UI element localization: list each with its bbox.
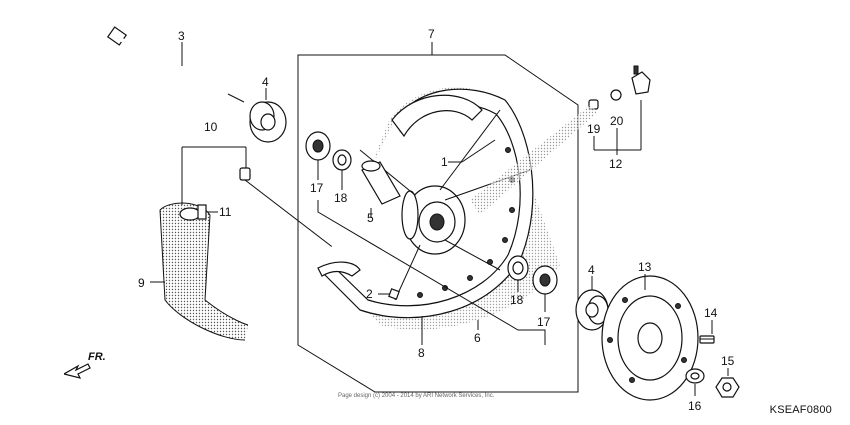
assembly-frame [297, 54, 579, 393]
callout-8: 8 [418, 346, 425, 360]
axle-nut[interactable] [715, 377, 740, 398]
washer[interactable] [685, 368, 705, 384]
callout-1: 1 [441, 155, 448, 169]
distance-collar[interactable] [361, 160, 401, 205]
spoke-nipple[interactable] [388, 288, 400, 300]
callout-13: 13 [638, 260, 652, 274]
wheel-hub[interactable] [401, 185, 466, 255]
dust-seal-left[interactable] [305, 131, 331, 161]
callout-19: 19 [587, 122, 601, 136]
bearing-left[interactable] [332, 149, 352, 171]
callout-6: 6 [474, 331, 481, 345]
front-axle[interactable] [106, 26, 245, 103]
callout-15: 15 [721, 354, 735, 368]
valve-nut-small[interactable] [610, 89, 622, 101]
front-direction-label: FR. [88, 351, 106, 363]
front-direction-arrow-icon [64, 363, 91, 379]
callout-7: 7 [428, 27, 435, 41]
callout-14: 14 [704, 306, 718, 320]
rim-band-lower [317, 261, 361, 277]
bearing-right[interactable] [507, 255, 529, 281]
callout-18-left: 18 [334, 191, 348, 205]
side-collar-left[interactable] [249, 101, 287, 143]
callout-9: 9 [138, 276, 145, 290]
spokes [359, 109, 531, 301]
callout-16: 16 [688, 399, 702, 413]
rim-lock[interactable] [631, 65, 651, 95]
copyright-notice: Page design (c) 2004 - 2014 by ARI Netwo… [338, 393, 495, 399]
callout-20: 20 [610, 114, 624, 128]
callout-11: 11 [219, 205, 232, 219]
fork-boot-tube[interactable] [159, 202, 249, 341]
callout-4-right: 4 [588, 263, 595, 277]
callout-5: 5 [367, 211, 374, 225]
callout-2: 2 [366, 287, 373, 301]
callout-17-right: 17 [537, 315, 551, 329]
valve-nut[interactable] [239, 167, 251, 181]
callout-17-left: 17 [310, 181, 324, 195]
callout-4-left: 4 [262, 75, 269, 89]
diagram-code: KSEAF0800 [769, 404, 832, 416]
rim-band-upper [391, 94, 483, 138]
callout-10: 10 [204, 120, 218, 134]
brake-disc[interactable] [601, 275, 699, 401]
callout-3: 3 [178, 29, 185, 43]
callout-18-right: 18 [510, 293, 524, 307]
dust-seal-right[interactable] [532, 265, 558, 295]
callout-12: 12 [609, 157, 623, 171]
disc-bolt[interactable] [699, 335, 715, 344]
